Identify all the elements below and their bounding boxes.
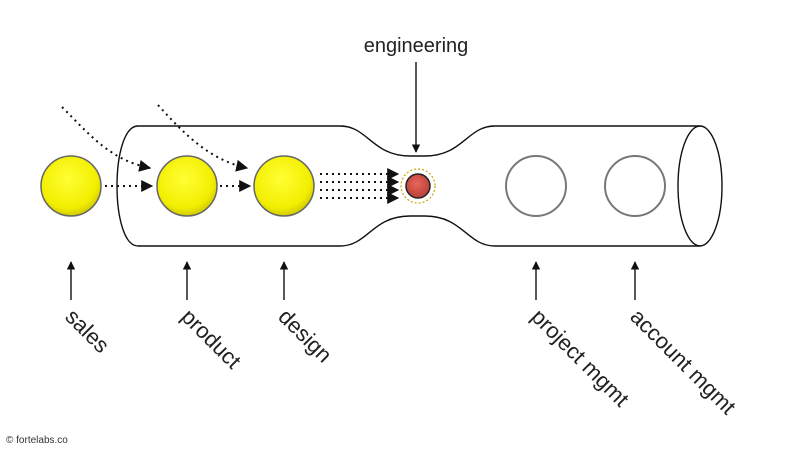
engineering-label: engineering xyxy=(364,35,469,57)
design-circle xyxy=(253,155,315,217)
inflow-arrow-2 xyxy=(157,104,249,172)
account-mgmt-circle xyxy=(604,155,666,217)
bottleneck-arrows xyxy=(320,168,400,204)
pipe-end-opening xyxy=(677,125,723,247)
credit-text: © fortelabs.co xyxy=(6,435,68,446)
stage-label-account-mgmt: account mgmt xyxy=(625,304,740,419)
stage-label-project-mgmt: project mgmt xyxy=(526,304,634,412)
stage-label-product: product xyxy=(176,304,246,374)
project-mgmt-circle xyxy=(505,155,567,217)
product-circle xyxy=(156,155,218,217)
inflow-arrow-1 xyxy=(61,106,152,172)
stage-label-sales: sales xyxy=(60,304,114,358)
sales-circle xyxy=(40,155,102,217)
stage-label-design: design xyxy=(273,304,337,368)
bottleneck-item xyxy=(405,173,431,199)
